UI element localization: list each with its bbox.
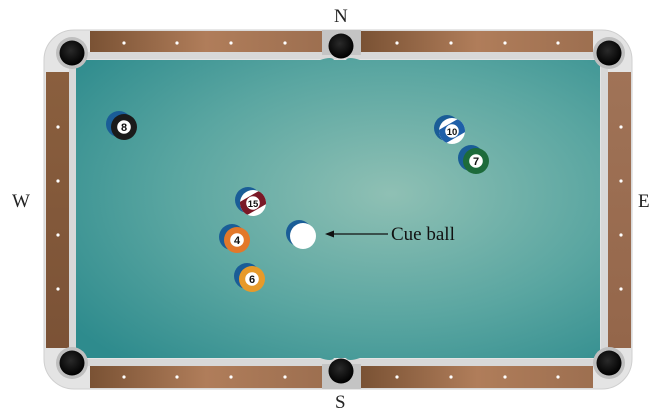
felt-surface (76, 58, 600, 360)
right-rail (608, 72, 631, 348)
cushion-left (69, 59, 76, 359)
top-rail-left (90, 31, 322, 52)
ball-number-label: 8 (121, 122, 127, 134)
ball-number-label: 15 (248, 199, 259, 210)
ball-number-label: 4 (234, 235, 241, 247)
ball-number-label: 10 (447, 127, 458, 138)
cushion-right (601, 59, 608, 359)
ball-number-label: 6 (249, 274, 255, 286)
cue-ball-label: Cue ball (391, 224, 455, 245)
left-rail (46, 72, 69, 348)
ball-number-label: 7 (473, 156, 479, 168)
